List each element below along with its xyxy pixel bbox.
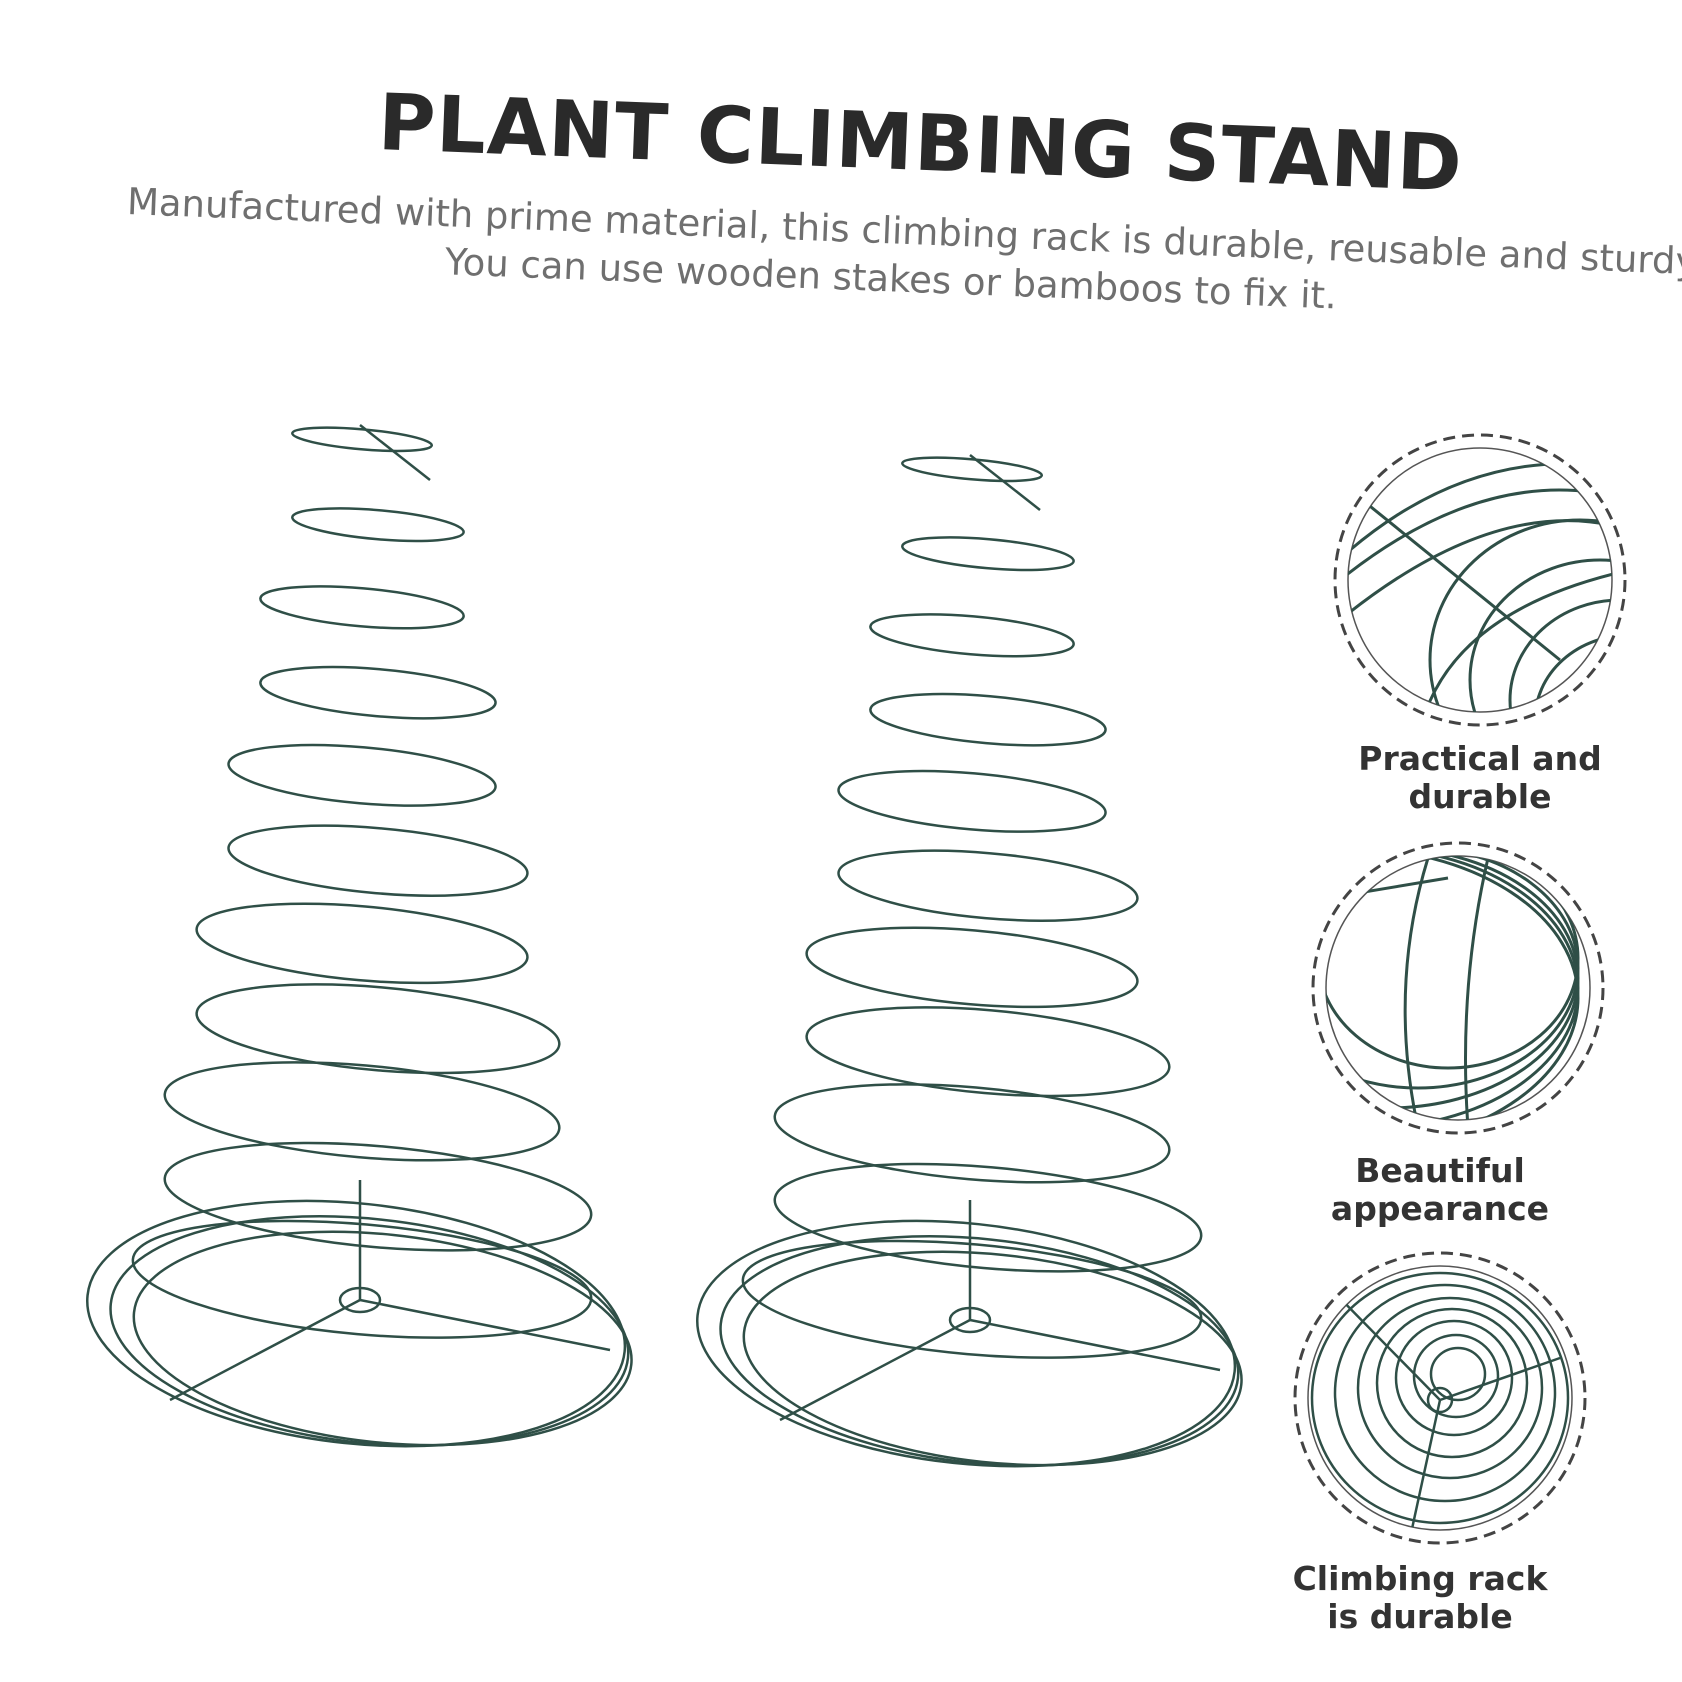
base-ring xyxy=(696,1219,1237,1468)
spoke xyxy=(969,1318,1221,1372)
spiral-ring xyxy=(195,983,561,1075)
spiral-ring xyxy=(227,824,529,897)
base-ring xyxy=(86,1199,627,1448)
spiral-ring xyxy=(291,426,434,453)
spiral-ring xyxy=(227,743,497,807)
base-ring xyxy=(719,1235,1240,1467)
spiral-ring xyxy=(131,1219,593,1339)
feature-1 xyxy=(1330,430,1630,730)
spiral-stand-right xyxy=(696,454,1243,1468)
wire-closeup-icon xyxy=(1293,1251,1587,1545)
spiral-ring xyxy=(901,536,1075,572)
spiral-ring xyxy=(195,902,529,985)
feature-3 xyxy=(1290,1248,1590,1548)
spiral-ring xyxy=(259,665,497,720)
base-ring xyxy=(132,1230,633,1447)
wire-closeup-icon xyxy=(1311,841,1605,1135)
top-brace xyxy=(359,424,431,481)
spiral-ring xyxy=(773,1162,1203,1273)
base-ring xyxy=(109,1215,630,1447)
spiral-ring xyxy=(259,585,465,630)
spoke xyxy=(359,1298,611,1352)
feature-3-label: Climbing rack is durable xyxy=(1292,1559,1548,1636)
spiral-ring xyxy=(837,849,1139,922)
spoke xyxy=(169,1298,361,1402)
spiral-ring xyxy=(773,1083,1171,1184)
spiral-ring xyxy=(837,769,1107,833)
spiral-ring xyxy=(741,1239,1203,1359)
spiral-ring xyxy=(163,1061,561,1162)
spiral-ring xyxy=(869,613,1075,658)
spiral-ring xyxy=(869,692,1107,747)
spiral-ring xyxy=(163,1141,593,1252)
feature-1-label: Practical and durable xyxy=(1358,739,1602,816)
spiral-ring xyxy=(291,507,465,543)
spoke xyxy=(779,1318,971,1422)
spiral-stand-left xyxy=(86,424,633,1448)
top-brace xyxy=(969,454,1041,511)
spiral-ring xyxy=(805,926,1139,1009)
spiral-ring xyxy=(805,1006,1171,1098)
spiral-ring xyxy=(901,456,1044,483)
base-ring xyxy=(742,1250,1243,1467)
wire-closeup-icon xyxy=(1333,433,1627,727)
feature-2-label: Beautiful appearance xyxy=(1330,1151,1550,1228)
feature-2 xyxy=(1308,838,1608,1138)
